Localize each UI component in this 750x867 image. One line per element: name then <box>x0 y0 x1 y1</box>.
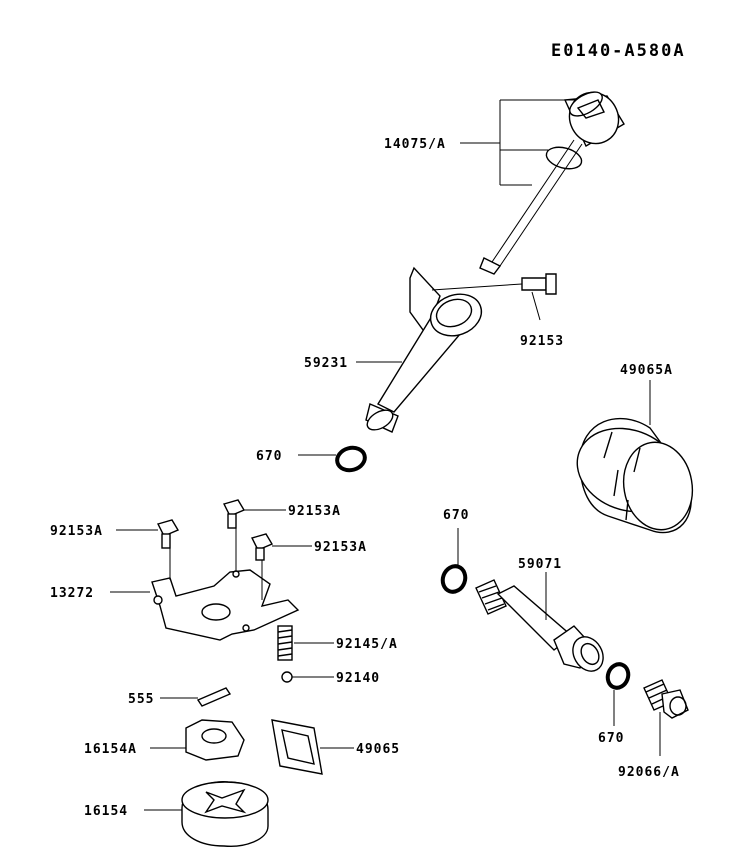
plate-part <box>151 528 300 641</box>
label-92153A-1: 92153A <box>50 524 103 539</box>
label-59071: 59071 <box>518 557 562 572</box>
o-ring-part <box>605 662 631 690</box>
label-16154A: 16154A <box>84 742 137 757</box>
label-555: 555 <box>128 692 154 707</box>
label-670-b: 670 <box>443 508 469 523</box>
pipe-part <box>475 579 604 672</box>
label-92145A: 92145/A <box>336 637 398 652</box>
leader-14075A <box>460 99 575 186</box>
ball-part <box>281 671 293 683</box>
label-92153-top: 92153 <box>520 334 564 349</box>
drain-plug-part <box>643 679 689 719</box>
label-59231: 59231 <box>304 356 348 371</box>
label-14075A: 14075/A <box>384 137 446 152</box>
filler-tube-part <box>365 266 557 433</box>
oil-filter-part <box>576 418 694 534</box>
bolt-part <box>156 499 274 561</box>
label-670-c: 670 <box>598 731 624 746</box>
label-16154: 16154 <box>84 804 128 819</box>
inner-rotor-part <box>185 719 245 761</box>
o-ring-part <box>335 445 367 473</box>
pin-part <box>196 687 232 707</box>
gasket-part <box>271 719 323 775</box>
outer-rotor-part <box>181 781 269 847</box>
label-670-a: 670 <box>256 449 282 464</box>
label-49065: 49065 <box>356 742 400 757</box>
label-13272: 13272 <box>50 586 94 601</box>
label-92153A-3: 92153A <box>314 540 367 555</box>
spring-part <box>277 625 293 661</box>
label-49065A: 49065A <box>620 363 673 378</box>
label-92153A-2: 92153A <box>288 504 341 519</box>
o-ring-part <box>440 564 468 594</box>
label-92140: 92140 <box>336 671 380 686</box>
diagram-code: E0140-A580A <box>551 41 686 61</box>
leader-92153 <box>531 291 541 321</box>
label-92066A: 92066/A <box>618 765 680 780</box>
dipstick-cap-part <box>479 91 625 275</box>
